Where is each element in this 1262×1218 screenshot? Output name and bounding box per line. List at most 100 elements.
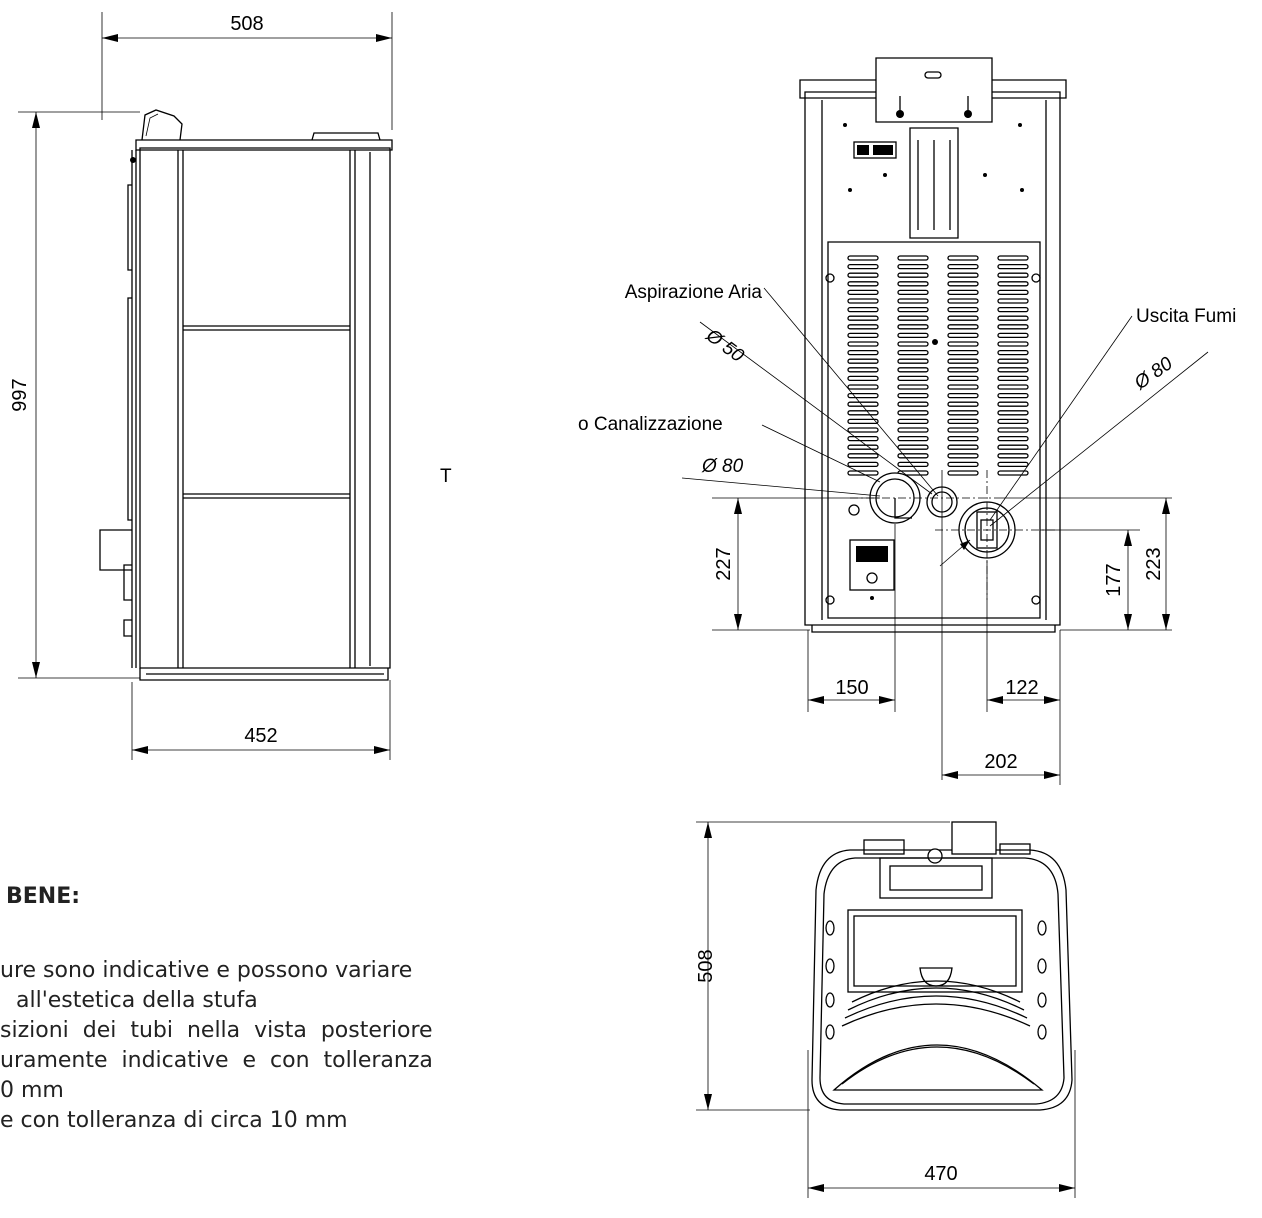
grill-slot	[847, 315, 879, 321]
grill-slot	[947, 281, 979, 287]
grill-slot	[947, 263, 979, 270]
grill-slot	[997, 263, 1029, 270]
grill-slot	[997, 461, 1029, 468]
grill-slot	[997, 324, 1029, 330]
dim-rear-offset-center: 202	[984, 751, 1017, 773]
dim-rear-height-mid: 177	[1103, 563, 1125, 596]
grill-slot	[897, 341, 929, 347]
side-slot	[825, 958, 835, 974]
grill-slot	[847, 289, 879, 296]
grill-slot	[847, 470, 879, 476]
grill-slot	[897, 272, 929, 278]
grill-slot	[847, 453, 879, 459]
grill-slot	[997, 298, 1029, 304]
grill-slot	[997, 418, 1029, 425]
grill-slot	[847, 444, 879, 450]
grill-slot	[847, 401, 879, 407]
grill-slot	[847, 306, 879, 313]
grill-slot	[947, 324, 979, 330]
grill-slot	[997, 427, 1029, 433]
grill-slot	[897, 263, 929, 270]
label-fumes-outlet-diameter: Ø 80	[1130, 353, 1177, 395]
grill-slot	[897, 375, 929, 382]
grill-slot	[997, 255, 1029, 261]
grill-slot	[847, 298, 879, 304]
grill-slot	[847, 341, 879, 347]
grill-slot	[847, 281, 879, 287]
grill-slot	[847, 272, 879, 278]
grill-slot	[847, 367, 879, 373]
grill-slot	[897, 281, 929, 287]
grill-slot	[947, 375, 979, 382]
grill-slot	[897, 435, 929, 442]
label-air-intake-diameter: Ø 50	[701, 325, 748, 367]
grill-slot	[947, 384, 979, 390]
grill-slot	[847, 435, 879, 442]
grill-slot	[897, 427, 929, 433]
dim-rear-height-right: 223	[1143, 547, 1165, 580]
label-air-intake: Aspirazione Aria	[625, 282, 763, 303]
grill-slot	[847, 255, 879, 261]
top-view: 508 470	[695, 821, 1076, 1198]
grill-slot	[947, 332, 979, 339]
grill-slot	[897, 358, 929, 364]
grill-slot	[897, 349, 929, 356]
grill-slot	[947, 470, 979, 476]
side-slot	[825, 1024, 835, 1040]
grill-slot	[947, 435, 979, 442]
notes-line: e con tolleranza di circa 10 mm	[0, 1108, 348, 1133]
grill-slot	[897, 315, 929, 321]
grill-slot	[947, 289, 979, 296]
grill-slot	[847, 349, 879, 356]
dim-side-bottom-width: 452	[244, 725, 277, 747]
notes-line: all'estetica della stufa	[16, 988, 258, 1013]
grill-slot	[847, 418, 879, 425]
grill-slot	[947, 306, 979, 313]
grill-slot	[847, 427, 879, 433]
grill-slot	[947, 367, 979, 373]
side-slot	[1037, 958, 1047, 974]
notes-line: sizioni dei tubi nella vista posteriore	[0, 1018, 433, 1043]
label-fumes-outlet: Uscita Fumi	[1136, 306, 1236, 327]
notes-title: BENE:	[6, 884, 81, 909]
grill-slot	[947, 272, 979, 278]
grill-slot	[897, 289, 929, 296]
grill-slot	[847, 332, 879, 339]
grill-slot	[897, 444, 929, 450]
dim-rear-offset-right: 122	[1005, 677, 1038, 699]
grill-slot	[897, 401, 929, 407]
grill-slot	[897, 324, 929, 330]
side-view: 508 997 452	[9, 12, 393, 760]
side-slot	[1037, 1024, 1047, 1040]
grill-slot	[997, 341, 1029, 347]
grill-slot	[947, 349, 979, 356]
grill-slot	[947, 427, 979, 433]
grill-slot	[847, 410, 879, 416]
grill-slot	[947, 392, 979, 399]
grill-slot	[847, 375, 879, 382]
label-ducting-diameter: Ø 80	[701, 456, 744, 477]
grill-slot	[847, 324, 879, 330]
label-ducting: o Canalizzazione	[578, 414, 723, 435]
grill-slot	[997, 358, 1029, 364]
grill-slot	[997, 332, 1029, 339]
side-slot	[1037, 992, 1047, 1008]
grill-slot	[947, 298, 979, 304]
grill-slot	[897, 410, 929, 416]
grill-slot	[847, 358, 879, 364]
dim-top-width: 470	[924, 1163, 957, 1185]
grill-slot	[897, 332, 929, 339]
grill-slot	[997, 367, 1029, 373]
grill-slot	[897, 392, 929, 399]
grill-slot	[997, 281, 1029, 287]
grill-slot	[997, 444, 1029, 450]
grill-slot	[897, 298, 929, 304]
grill-slot	[997, 453, 1029, 459]
grill-slot	[997, 435, 1029, 442]
dim-rear-offset-left: 150	[835, 677, 868, 699]
grill-slot	[997, 349, 1029, 356]
grill-slot	[847, 263, 879, 270]
grill-slot	[997, 315, 1029, 321]
grill-slot	[997, 384, 1029, 390]
